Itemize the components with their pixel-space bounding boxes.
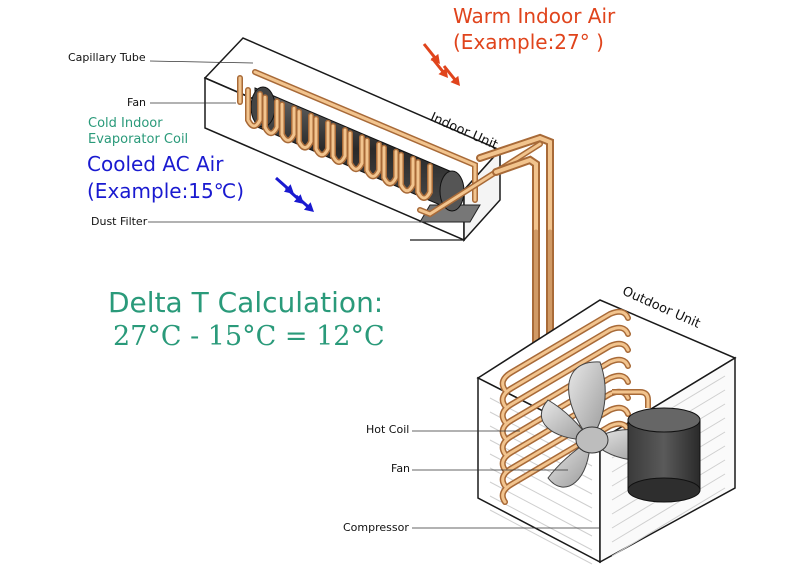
outdoor-vent-slat: [611, 487, 726, 557]
outdoor-vent-slat: [489, 509, 593, 565]
evaporator-coil-loop: [382, 146, 398, 186]
compressor: [612, 389, 701, 503]
label-indoor-fan: Fan: [127, 96, 147, 109]
evaporator-coil-loop: [263, 95, 279, 135]
label-compressor: Compressor: [343, 521, 409, 534]
cooled-air-title: Cooled AC Air: [87, 152, 224, 176]
evaporator-coil-loop: [314, 117, 330, 157]
evaporator-coil-loop: [297, 110, 313, 150]
outdoor-vent-slat: [489, 453, 593, 509]
warm-air-arrows: [422, 43, 460, 86]
airflow-arrow-head: [450, 75, 460, 86]
outdoor-vent-slat: [489, 495, 593, 551]
label-dust-filter: Dust Filter: [91, 215, 148, 228]
label-evaporator-line2: Evaporator Coil: [88, 132, 189, 147]
indoor-unit: [203, 37, 543, 242]
evaporator-coil-loop: [365, 138, 381, 178]
delta-t-equation: 27°C - 15°C = 12°C: [113, 321, 385, 352]
condenser-coil-run: [501, 374, 630, 456]
airflow-arrow-shaft: [295, 194, 311, 210]
outdoor-vent-slat: [489, 467, 593, 523]
airflow-arrow-shaft: [442, 65, 458, 83]
evaporator-coil-loop: [331, 124, 347, 164]
evaporator-coil-loop: [416, 160, 432, 200]
label-evaporator-line1: Cold Indoor: [88, 116, 163, 131]
airflow-arrow-shaft: [430, 57, 446, 75]
delta-t-title: Delta T Calculation:: [108, 286, 384, 319]
label-capillary-tube: Capillary Tube: [68, 51, 146, 64]
label-hot-coil: Hot Coil: [366, 423, 410, 436]
condenser-coil-run: [501, 326, 630, 408]
condenser-coil-run: [501, 358, 630, 440]
leader-lines: [148, 60, 600, 529]
condenser-coil-run: [501, 406, 630, 488]
condenser-coil-run: [501, 422, 630, 504]
evaporator-coil-loop: [280, 102, 296, 142]
cooled-air-example: (Example:15℃): [87, 179, 245, 203]
evaporator-coil-loop: [246, 88, 262, 128]
cool-air-arrows: [275, 176, 314, 212]
airflow-arrow-head: [430, 53, 440, 64]
evaporator-coil-loop: [348, 131, 364, 171]
outdoor-unit: [476, 299, 737, 565]
airflow-arrow-shaft: [422, 43, 438, 61]
evaporator-coil-loop: [399, 153, 415, 193]
outdoor-vent-slat: [611, 473, 726, 543]
evaporator-coil: [237, 69, 543, 218]
condenser-coil-run: [501, 310, 630, 392]
warm-air-title: Warm Indoor Air: [453, 4, 616, 28]
condenser-hot-coil: [499, 308, 631, 505]
condenser-coil-run: [501, 342, 630, 424]
warm-air-example: (Example:27° ): [453, 30, 604, 54]
label-outdoor-fan: Fan: [391, 462, 411, 475]
airflow-arrow-head: [303, 202, 314, 212]
